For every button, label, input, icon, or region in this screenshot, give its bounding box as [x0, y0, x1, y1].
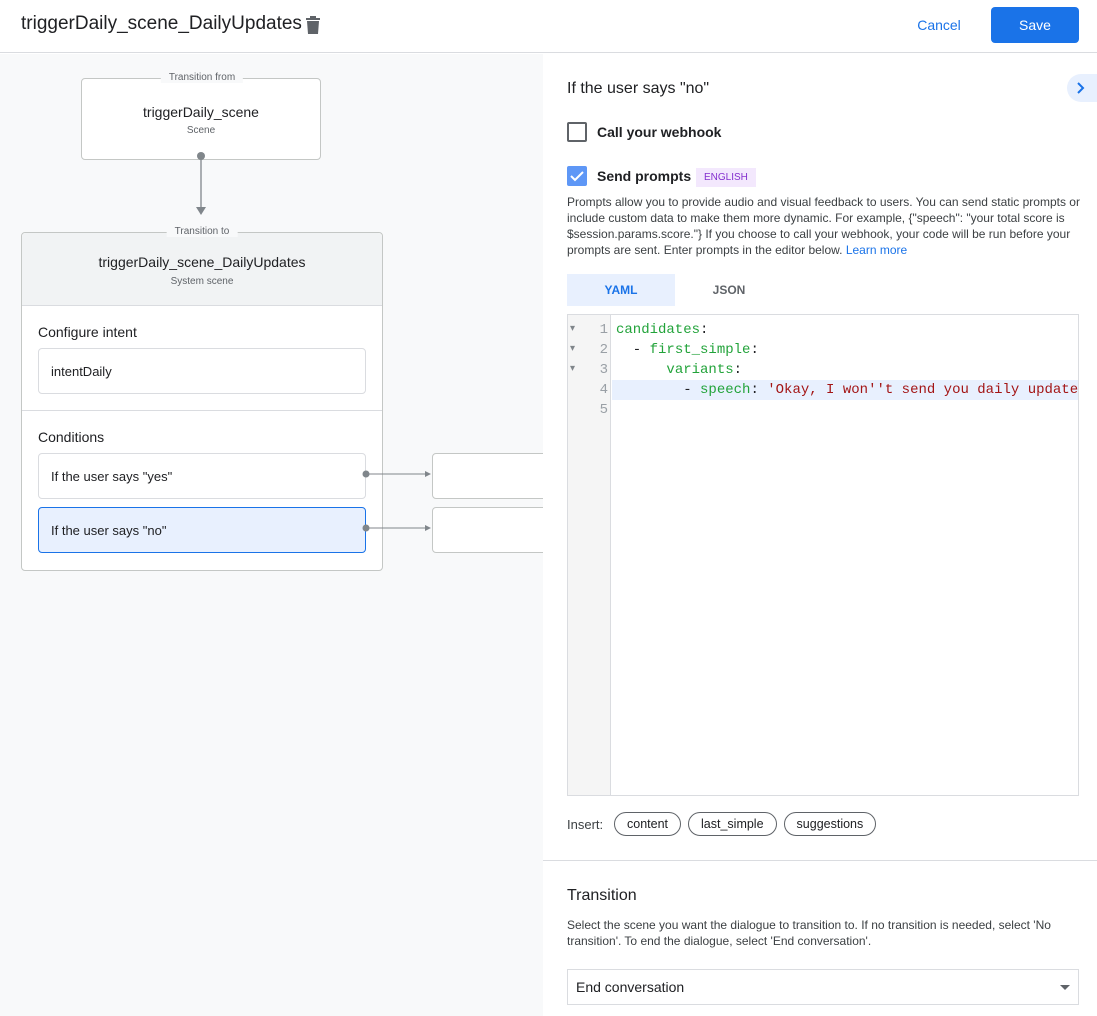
code-editor[interactable]: ▾ 1 candidates: ▾ 2 - first_simple: ▾ 3 varian… [567, 314, 1079, 796]
active-line-highlight [612, 380, 1078, 400]
code-line[interactable]: ▾ 1 candidates: [568, 320, 1078, 340]
line-code: - first_simple: [616, 340, 759, 360]
code-token: first_simple [649, 342, 751, 358]
line-number: 1 [599, 322, 608, 338]
to-scene-type: System scene [170, 276, 234, 287]
condition-no[interactable]: If the user says "no" [38, 507, 366, 553]
panel-title: If the user says "no" [567, 80, 710, 97]
from-scene-name: triggerDaily_scene [143, 104, 259, 120]
code-token: : [700, 322, 709, 338]
code-token [616, 362, 666, 378]
send-prompts-label: Send prompts [597, 168, 692, 184]
page-title: triggerDaily_scene_DailyUpdates [21, 13, 302, 34]
code-token: candidates [616, 322, 701, 338]
transition-description: Select the scene you want the dialogue t… [567, 918, 1051, 948]
chevron-right-icon [1077, 82, 1085, 94]
connector-arrow [196, 152, 206, 215]
code-token: - [616, 342, 650, 358]
target-node-no[interactable] [432, 507, 543, 553]
code-token: : [750, 342, 759, 358]
target-node-yes[interactable] [432, 453, 543, 499]
webhook-label: Call your webhook [597, 124, 722, 140]
line-number: 2 [599, 342, 608, 358]
learn-more-link[interactable]: Learn more [845, 243, 908, 257]
transition-select-value: End conversation [576, 979, 685, 995]
collapse-panel-button[interactable] [1067, 74, 1097, 102]
fold-icon[interactable]: ▾ [570, 324, 576, 335]
check-icon [570, 171, 584, 182]
condition-connectors [362, 470, 431, 532]
line-code: variants: [616, 360, 742, 380]
code-line[interactable]: ▾ 2 - first_simple: [568, 340, 1078, 360]
line-code: - speech: 'Okay, I won''t send you daily… [616, 380, 1078, 400]
prompts-description: Prompts allow you to provide audio and v… [567, 195, 1080, 257]
code-line[interactable]: 4 - speech: 'Okay, I won''t send you dai… [568, 380, 1078, 400]
conditions-label: Conditions [38, 429, 105, 445]
send-prompts-checkbox[interactable] [567, 166, 587, 186]
insert-chip-last-simple[interactable]: last_simple [688, 812, 777, 836]
transition-from-node[interactable]: Transition from triggerDaily_scene Scene [81, 72, 321, 160]
tab-json[interactable]: JSON [712, 283, 746, 297]
transition-title: Transition [567, 887, 637, 904]
insert-chip-suggestions[interactable]: suggestions [783, 812, 877, 836]
to-scene-name: triggerDaily_scene_DailyUpdates [98, 254, 306, 270]
insert-label: Insert: [567, 817, 604, 832]
code-token: 'Okay, I won''t send you daily update [767, 382, 1079, 398]
configure-intent-label: Configure intent [38, 324, 137, 340]
code-line[interactable]: 5 [568, 400, 1078, 420]
fold-icon[interactable]: ▾ [570, 364, 576, 375]
header: triggerDaily_scene_DailyUpdates Cancel S… [0, 0, 1097, 53]
line-code: candidates: [616, 320, 708, 340]
flow-canvas: Transition from triggerDaily_scene Scene… [0, 54, 543, 1016]
tab-yaml[interactable]: YAML [567, 274, 675, 306]
dropdown-arrow-icon [1060, 985, 1070, 990]
code-token: : [750, 382, 768, 398]
line-number: 4 [599, 382, 608, 398]
editor-gutter [568, 315, 611, 795]
line-number: 3 [599, 362, 608, 378]
transition-to-node: Transition to triggerDaily_scene_DailyUp… [21, 226, 383, 571]
trash-icon[interactable] [305, 15, 321, 35]
code-token: - [616, 382, 701, 398]
condition-panel: If the user says "no" Call your webhook … [543, 54, 1097, 1016]
line-number: 5 [599, 402, 608, 418]
transition-select[interactable]: End conversation [567, 969, 1079, 1005]
code-token: speech [700, 382, 751, 398]
fold-icon[interactable]: ▾ [570, 344, 576, 355]
code-token: : [733, 362, 743, 378]
divider [22, 410, 382, 411]
intent-field[interactable]: intentDaily [38, 348, 366, 394]
transition-to-legend: Transition to [166, 226, 238, 237]
code-line[interactable]: ▾ 3 variants: [568, 360, 1078, 380]
language-badge: ENGLISH [696, 168, 756, 187]
webhook-checkbox[interactable] [567, 122, 587, 142]
divider [543, 860, 1097, 861]
save-button[interactable]: Save [991, 7, 1079, 43]
code-token: variants [666, 362, 734, 378]
condition-yes[interactable]: If the user says "yes" [38, 453, 366, 499]
insert-chip-content[interactable]: content [614, 812, 682, 836]
from-scene-type: Scene [186, 125, 216, 136]
transition-from-legend: Transition from [160, 72, 244, 83]
cancel-button[interactable]: Cancel [917, 17, 961, 33]
